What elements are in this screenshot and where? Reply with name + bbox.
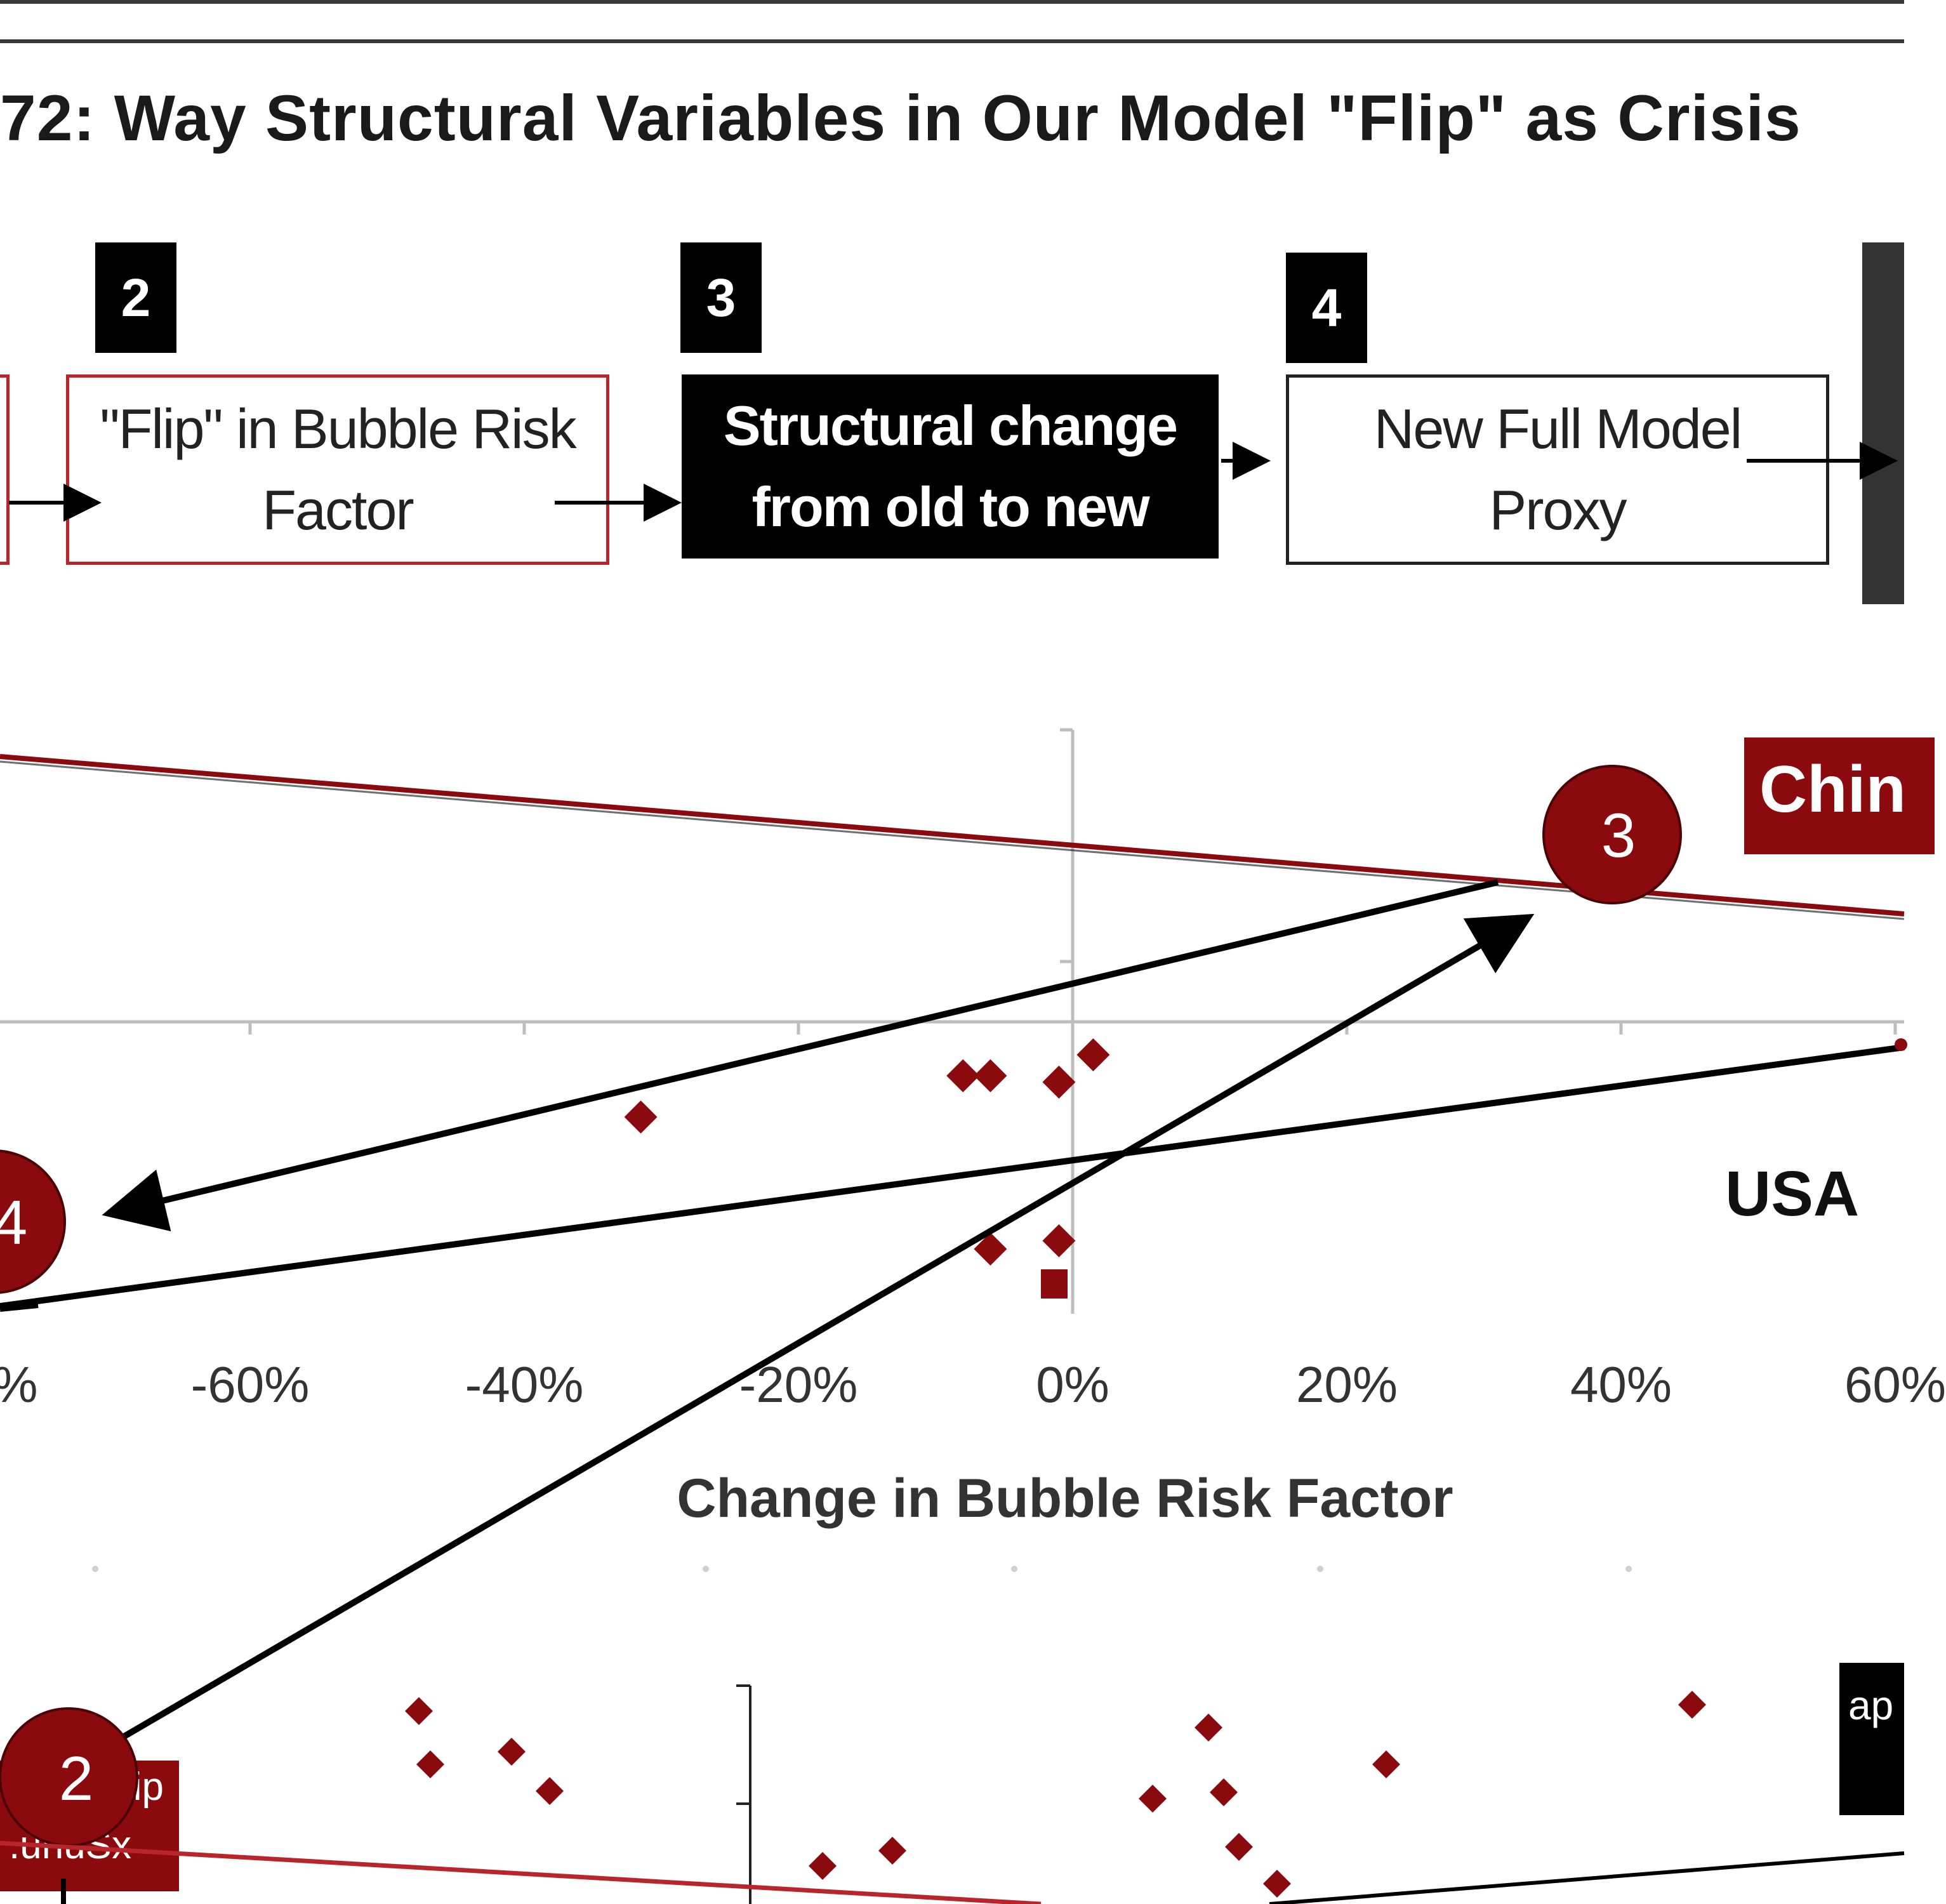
country-label-china: Chin xyxy=(1744,737,1935,854)
step-badge-3: 3 xyxy=(680,242,762,353)
arrow-4-to-right xyxy=(0,1044,1905,1309)
step-box-new-model: New Full Model Proxy xyxy=(1286,374,1829,565)
arrow-3-to-4 xyxy=(102,879,1499,1232)
header-rule xyxy=(0,39,1904,43)
step-box-structural-line1: Structural change xyxy=(723,394,1178,457)
data-point-square xyxy=(1041,1269,1068,1299)
arrow-4-base xyxy=(0,1302,39,1312)
data-point xyxy=(1042,1224,1076,1257)
lower-data-point xyxy=(1678,1691,1706,1719)
point-right-edge xyxy=(1895,1038,1907,1051)
x-tick-label: 0% xyxy=(1036,1356,1109,1413)
lower-data-point xyxy=(498,1738,526,1766)
step-box-flip-line1: "Flip" in Bubble Risk xyxy=(100,397,576,460)
step-box-flip-line2: Factor xyxy=(262,479,414,541)
step-box-1-partial xyxy=(0,374,10,565)
partial-label-box: ap xyxy=(1839,1663,1904,1815)
step-marker-4-text: 4 xyxy=(0,1187,27,1257)
x-tick-label: 60% xyxy=(1844,1356,1946,1413)
step-box-newmodel-line2: Proxy xyxy=(1489,479,1627,541)
lower-data-point xyxy=(536,1777,564,1805)
step-badge-5-partial xyxy=(1862,242,1904,604)
step-box-structural-line2: from old to new xyxy=(751,475,1149,538)
lower-black-line xyxy=(1269,1851,1905,1904)
step-badge-2: 2 xyxy=(95,242,176,353)
partial-label-text: ap xyxy=(1848,1683,1894,1728)
data-point xyxy=(946,1059,980,1092)
x-tick-label: -60% xyxy=(190,1356,310,1413)
country-label-usa: USA xyxy=(1725,1158,1860,1229)
lower-data-point xyxy=(416,1750,444,1778)
step-marker-2: 2 xyxy=(0,1707,138,1847)
lower-data-point xyxy=(1263,1870,1291,1898)
lower-chart-grid-dots xyxy=(92,1566,1632,1572)
x-tick-label: 40% xyxy=(1570,1356,1672,1413)
x-tick-label: 20% xyxy=(1295,1356,1398,1413)
lower-data-point xyxy=(1372,1750,1400,1778)
lower-data-point xyxy=(1210,1778,1238,1806)
step-box-newmodel-line1: New Full Model xyxy=(1373,397,1742,460)
top-rule xyxy=(0,0,1904,4)
lower-data-point xyxy=(1195,1714,1222,1742)
lower-data-point xyxy=(809,1852,837,1880)
figure-title: 72: Way Structural Variables in Our Mode… xyxy=(0,82,1801,154)
x-tick-label-partial: % xyxy=(0,1356,38,1414)
data-point xyxy=(1076,1038,1110,1071)
data-point xyxy=(1042,1066,1076,1099)
lower-data-point xyxy=(1225,1833,1253,1861)
step-box-structural-change: Structural change from old to new xyxy=(682,374,1219,559)
data-point xyxy=(974,1233,1007,1266)
lower-data-point xyxy=(878,1837,906,1865)
step-badge-4: 4 xyxy=(1286,253,1367,363)
arrow-2-to-3 xyxy=(74,913,1535,1768)
step-marker-2-text: 2 xyxy=(59,1743,94,1813)
x-tick-label: -40% xyxy=(465,1356,584,1413)
lower-data-point xyxy=(405,1697,433,1725)
data-point xyxy=(624,1101,658,1134)
x-axis-title: Change in Bubble Risk Factor xyxy=(677,1468,1453,1529)
lower-data-point xyxy=(1139,1785,1167,1813)
step-box-flip: "Flip" in Bubble Risk Factor xyxy=(66,374,609,565)
step-marker-4: 4 xyxy=(0,1149,66,1294)
chart-svg: 3 4 2 xyxy=(0,442,1907,1904)
lower-trend-line xyxy=(0,1841,1042,1904)
data-point xyxy=(974,1059,1007,1092)
step-marker-3-text: 3 xyxy=(1601,800,1636,870)
step-marker-3: 3 xyxy=(1542,765,1682,904)
